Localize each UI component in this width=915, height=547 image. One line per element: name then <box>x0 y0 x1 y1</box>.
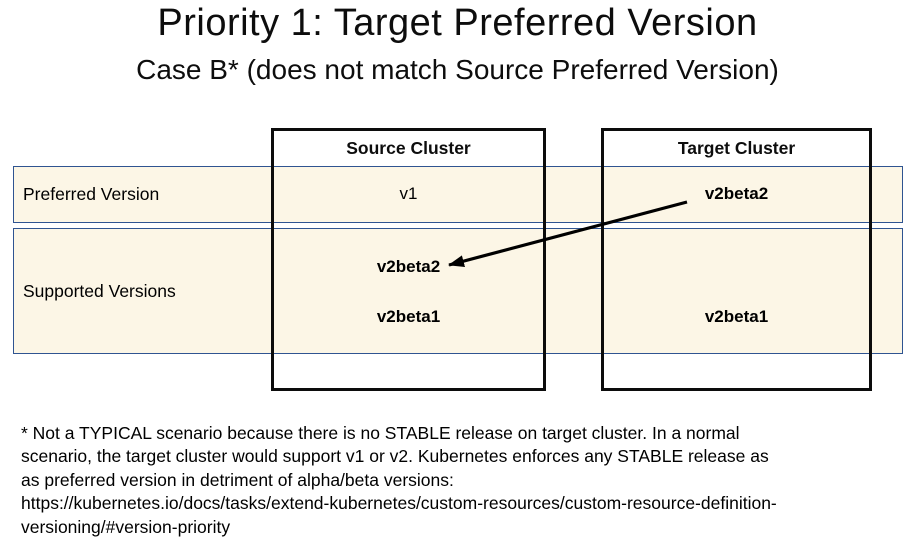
footnote-line-3: as preferred version in detriment of alp… <box>21 469 454 490</box>
target-supported-version-1: v2beta1 <box>704 307 769 326</box>
source-preferred-version-value: v1 <box>399 184 418 203</box>
source-supported-version-1: v2beta2 <box>376 257 441 276</box>
page-subtitle: Case B* (does not match Source Preferred… <box>136 54 779 85</box>
preferred-version-label: Preferred Version <box>23 184 160 204</box>
footnote-url-line-2: versioning/#version-priority <box>21 516 231 537</box>
page-title: Priority 1: Target Preferred Version <box>157 2 758 44</box>
footnote: * Not a TYPICAL scenario because there i… <box>21 422 777 539</box>
source-supported-version-2: v2beta1 <box>376 307 441 326</box>
target-cluster-header: Target Cluster <box>677 138 796 158</box>
footnote-url-line-1: https://kubernetes.io/docs/tasks/extend-… <box>21 493 777 514</box>
footnote-line-2: scenario, the target cluster would suppo… <box>21 446 769 467</box>
supported-versions-label: Supported Versions <box>23 281 176 301</box>
target-preferred-version-value: v2beta2 <box>704 184 769 203</box>
source-cluster-header: Source Cluster <box>346 138 471 158</box>
footnote-line-1: * Not a TYPICAL scenario because there i… <box>21 423 740 443</box>
